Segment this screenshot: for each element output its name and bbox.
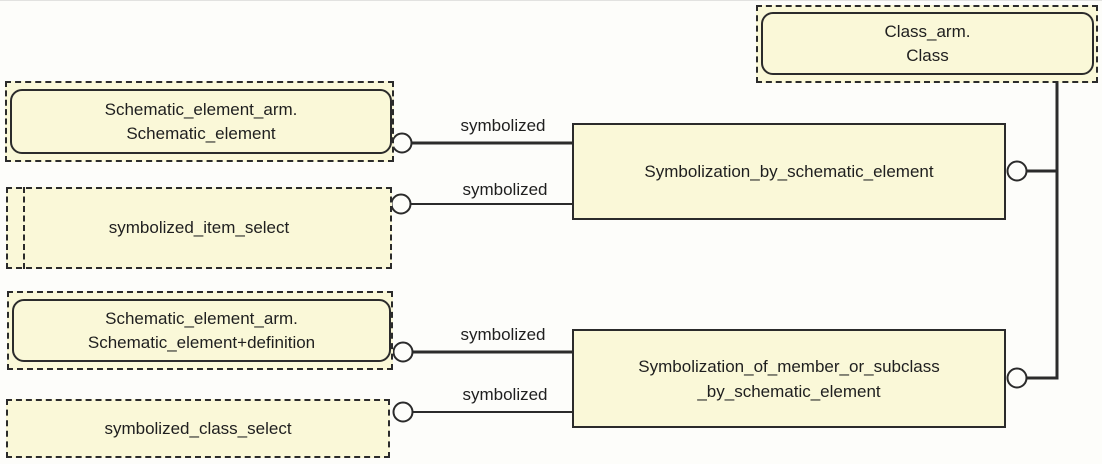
node-class: Class_arm. Class xyxy=(761,12,1094,75)
edge-label-symbolized-2: symbolized xyxy=(462,180,548,199)
node-symbolization-of-member-or-subclass-name1: Symbolization_of_member_or_subclass xyxy=(638,356,940,376)
select-type-bar-icon xyxy=(23,187,25,269)
node-symbolized-item-select: symbolized_item_select xyxy=(6,187,392,269)
node-schematic-element-schema: Schematic_element_arm. xyxy=(104,99,298,119)
node-symbolization-by-schematic-element-name: Symbolization_by_schematic_element xyxy=(644,161,934,181)
node-symbolized-item-select-name: symbolized_item_select xyxy=(108,218,290,237)
node-class-schema: Class_arm. xyxy=(884,21,971,41)
open-circle-icon xyxy=(392,401,414,423)
node-schematic-element-definition-name: Schematic_element+definition xyxy=(87,332,316,352)
open-circle-icon xyxy=(1006,367,1028,389)
node-symbolization-by-schematic-element: Symbolization_by_schematic_element xyxy=(572,123,1006,220)
node-symbolized-class-select-name: symbolized_class_select xyxy=(104,418,292,438)
open-circle-icon xyxy=(391,132,413,154)
node-schematic-element-definition-schema: Schematic_element_arm. xyxy=(105,308,298,328)
edge-label-symbolized-4: symbolized xyxy=(462,385,548,404)
node-symbolized-class-select: symbolized_class_select xyxy=(6,399,390,458)
node-schematic-element: Schematic_element_arm. Schematic_element xyxy=(10,89,392,154)
node-symbolization-of-member-or-subclass-name2: _by_schematic_element xyxy=(697,381,881,401)
edge-label-symbolized-1: symbolized xyxy=(460,116,546,135)
node-schematic-element-definition: Schematic_element_arm. Schematic_element… xyxy=(12,299,391,362)
open-circle-icon xyxy=(392,341,414,363)
edge-label-symbolized-3: symbolized xyxy=(460,325,546,344)
open-circle-icon xyxy=(1006,160,1028,182)
open-circle-icon xyxy=(390,193,412,215)
node-symbolization-of-member-or-subclass: Symbolization_of_member_or_subclass _by_… xyxy=(572,329,1006,428)
node-schematic-element-name: Schematic_element xyxy=(126,123,276,143)
node-class-name: Class xyxy=(906,45,949,65)
